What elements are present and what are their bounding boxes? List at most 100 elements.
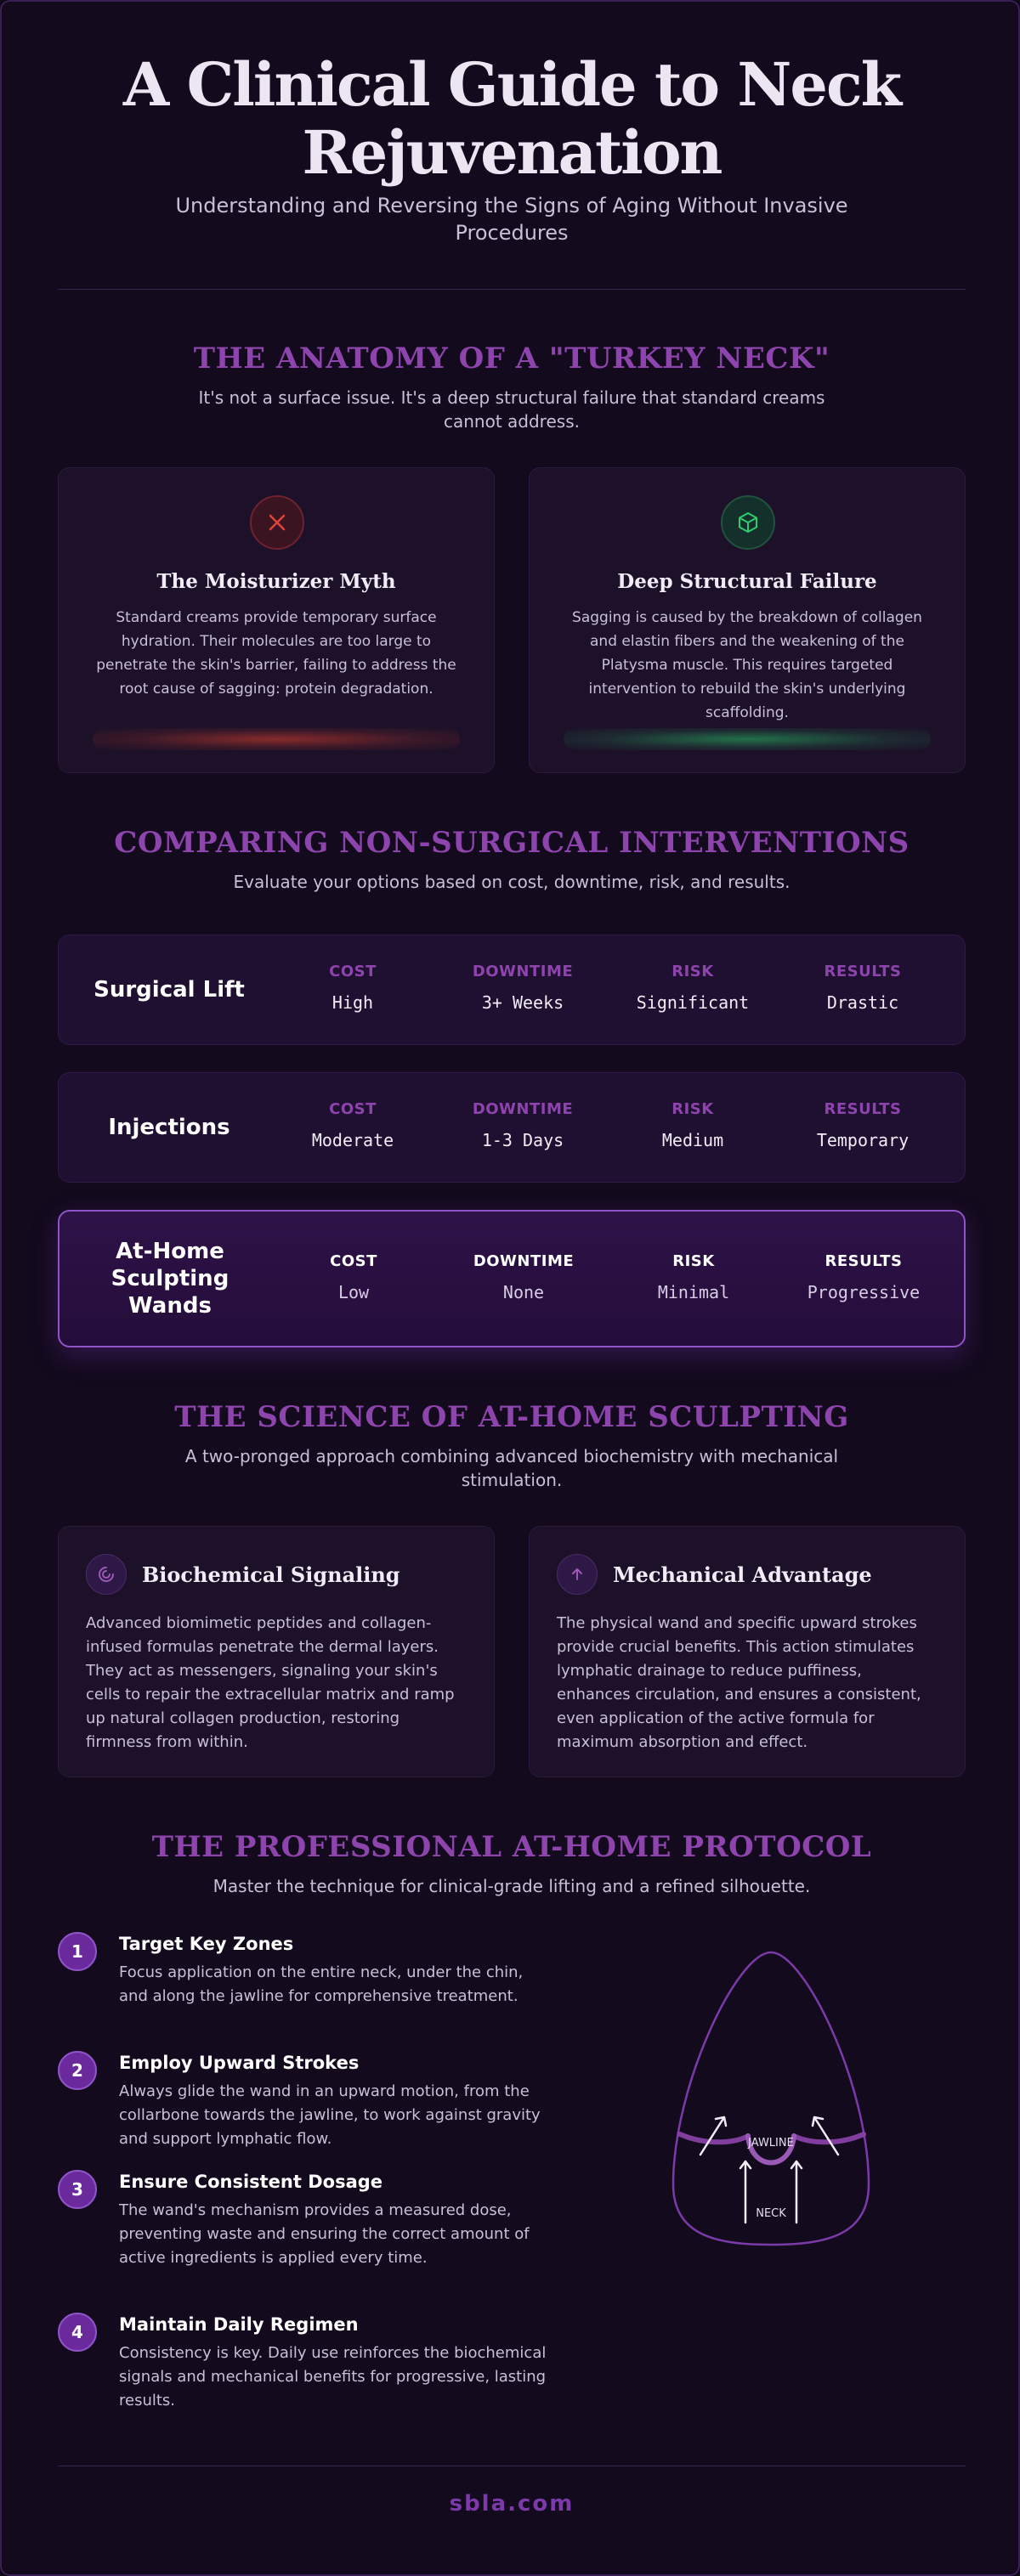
- step-text: The wand's mechanism provides a measured…: [119, 2201, 530, 2267]
- option-name: Surgical Lift: [94, 977, 245, 1003]
- comparison-row-injections: Injections COST Moderate DOWNTIME 1-3 Days…: [58, 1072, 966, 1183]
- cost-cell: COST High: [268, 963, 438, 1013]
- card-text: Sagging is caused by the breakdown of co…: [572, 609, 922, 721]
- cost-value: Moderate: [311, 1130, 394, 1150]
- card-title: Mechanical Advantage: [613, 1562, 872, 1587]
- divider: [58, 289, 966, 290]
- cost-value: High: [332, 992, 374, 1013]
- page-title-line-2: Rejuvenation: [302, 117, 723, 188]
- results-header: RESULTS: [824, 963, 902, 980]
- science-section-title: THE SCIENCE OF AT-HOME SCULPTING: [174, 1400, 849, 1434]
- downtime-value: 3+ Weeks: [481, 992, 564, 1013]
- step-title: Ensure Consistent Dosage: [119, 2172, 383, 2192]
- mechanical-advantage-card: Mechanical Advantage The physical wand a…: [529, 1526, 966, 1777]
- protocol-section-title: THE PROFESSIONAL AT-HOME PROTOCOL: [151, 1830, 872, 1864]
- risk-header: RISK: [672, 1252, 715, 1270]
- downtime-value: None: [502, 1282, 545, 1302]
- anatomy-section-subtitle: It's not a surface issue. It's a deep st…: [198, 387, 825, 432]
- step-title: Employ Upward Strokes: [119, 2053, 360, 2073]
- footer-brand[interactable]: sbla.com: [449, 2491, 575, 2517]
- science-section-subtitle: A two-pronged approach combining advance…: [184, 1446, 839, 1490]
- option-name: Injections: [108, 1115, 230, 1140]
- card-title: Deep Structural Failure: [617, 570, 877, 593]
- step-title: Maintain Daily Regimen: [119, 2314, 359, 2335]
- risk-value: Significant: [636, 992, 750, 1013]
- neck-diagram: JAWLINE NECK: [672, 1951, 870, 2246]
- card-text: Advanced biomimetic peptides and collage…: [86, 1614, 455, 1751]
- page-subtitle: Understanding and Reversing the Signs of…: [175, 194, 848, 245]
- cost-value: Low: [337, 1282, 370, 1302]
- downtime-cell: DOWNTIME 1-3 Days: [438, 1100, 608, 1150]
- downtime-cell: DOWNTIME None: [439, 1252, 609, 1302]
- arrow-up-icon: [557, 1554, 598, 1595]
- compare-section-subtitle: Evaluate your options based on cost, dow…: [233, 872, 790, 892]
- step-text: Consistency is key. Daily use reinforces…: [119, 2344, 547, 2409]
- neck-label: NECK: [756, 2207, 786, 2220]
- risk-cell: RISK Significant: [608, 963, 778, 1013]
- results-value: Progressive: [807, 1282, 921, 1302]
- chin-curve: [745, 2133, 796, 2166]
- page-title: A Clinical Guide to Neck Rejuvenation: [2, 49, 1018, 188]
- step-number: 1: [58, 1932, 97, 1971]
- cost-cell: COST Low: [269, 1252, 439, 1302]
- results-value: Drastic: [826, 992, 899, 1013]
- protocol-step-1: 1 Target Key Zones Focus application on …: [58, 1932, 523, 2034]
- protocol-step-4: 4 Maintain Daily Regimen Consistency is …: [58, 2313, 546, 2415]
- risk-header: RISK: [672, 1100, 714, 1118]
- green-glow-bar: [564, 728, 931, 750]
- card-text: Standard creams provide temporary surfac…: [96, 609, 456, 698]
- compare-section-title: COMPARING NON-SURGICAL INTERVENTIONS: [114, 826, 910, 860]
- downtime-value: 1-3 Days: [481, 1130, 564, 1150]
- step-number: 4: [58, 2313, 97, 2352]
- moisturizer-myth-card: The Moisturizer Myth Standard creams pro…: [58, 467, 495, 773]
- protocol-step-3: 3 Ensure Consistent Dosage The wand's me…: [58, 2170, 530, 2289]
- card-header: Biochemical Signaling: [86, 1554, 400, 1595]
- anatomy-section-title: THE ANATOMY OF A "TURKEY NECK": [193, 342, 830, 376]
- risk-value: Minimal: [657, 1282, 730, 1302]
- card-title: Biochemical Signaling: [142, 1562, 400, 1587]
- protocol-step-2: 2 Employ Upward Strokes Always glide the…: [58, 2051, 541, 2153]
- page-title-line-1: A Clinical Guide to Neck: [122, 49, 902, 120]
- x-icon: [250, 495, 304, 550]
- spiral-icon: [86, 1554, 127, 1595]
- downtime-header: DOWNTIME: [473, 1252, 575, 1270]
- cube-icon: [721, 495, 775, 550]
- jawline-curve: [791, 2132, 866, 2145]
- results-cell: RESULTS Drastic: [778, 963, 948, 1013]
- cost-cell: COST Moderate: [268, 1100, 438, 1150]
- step-text: Focus application on the entire neck, un…: [119, 1963, 524, 2005]
- red-glow-bar: [93, 728, 460, 750]
- downtime-header: DOWNTIME: [472, 1100, 574, 1118]
- cost-header: COST: [329, 1100, 377, 1118]
- protocol-section-subtitle: Master the technique for clinical-grade …: [212, 1876, 811, 1896]
- card-title: The Moisturizer Myth: [156, 570, 396, 593]
- results-header: RESULTS: [824, 1252, 903, 1270]
- card-header: Mechanical Advantage: [557, 1554, 872, 1595]
- results-cell: RESULTS Temporary: [778, 1100, 948, 1150]
- structural-failure-card: Deep Structural Failure Sagging is cause…: [529, 467, 966, 773]
- card-text: The physical wand and specific upward st…: [557, 1614, 921, 1751]
- downtime-header: DOWNTIME: [472, 963, 574, 980]
- step-number: 3: [58, 2170, 97, 2209]
- results-cell: RESULTS Progressive: [779, 1252, 949, 1302]
- biochemical-signaling-card: Biochemical Signaling Advanced biomimeti…: [58, 1526, 495, 1777]
- step-number: 2: [58, 2051, 97, 2090]
- cost-header: COST: [330, 1252, 377, 1270]
- results-header: RESULTS: [824, 1100, 902, 1118]
- jawline-label: JAWLINE: [747, 2137, 794, 2149]
- downtime-cell: DOWNTIME 3+ Weeks: [438, 963, 608, 1013]
- upward-stroke-arrows: [699, 2116, 840, 2224]
- risk-header: RISK: [672, 963, 714, 980]
- risk-cell: RISK Minimal: [609, 1252, 779, 1302]
- risk-cell: RISK Medium: [608, 1100, 778, 1150]
- comparison-row-at-home-wands: At-Home Sculpting Wands COST Low DOWNTIME…: [58, 1210, 966, 1347]
- step-title: Target Key Zones: [119, 1934, 294, 1954]
- results-value: Temporary: [816, 1130, 910, 1150]
- cost-header: COST: [329, 963, 377, 980]
- step-text: Always glide the wand in an upward motio…: [119, 2082, 541, 2148]
- option-name: At-Home Sculpting Wands: [110, 1239, 230, 1319]
- risk-value: Medium: [661, 1130, 724, 1150]
- face-outline-icon: [672, 1951, 870, 2246]
